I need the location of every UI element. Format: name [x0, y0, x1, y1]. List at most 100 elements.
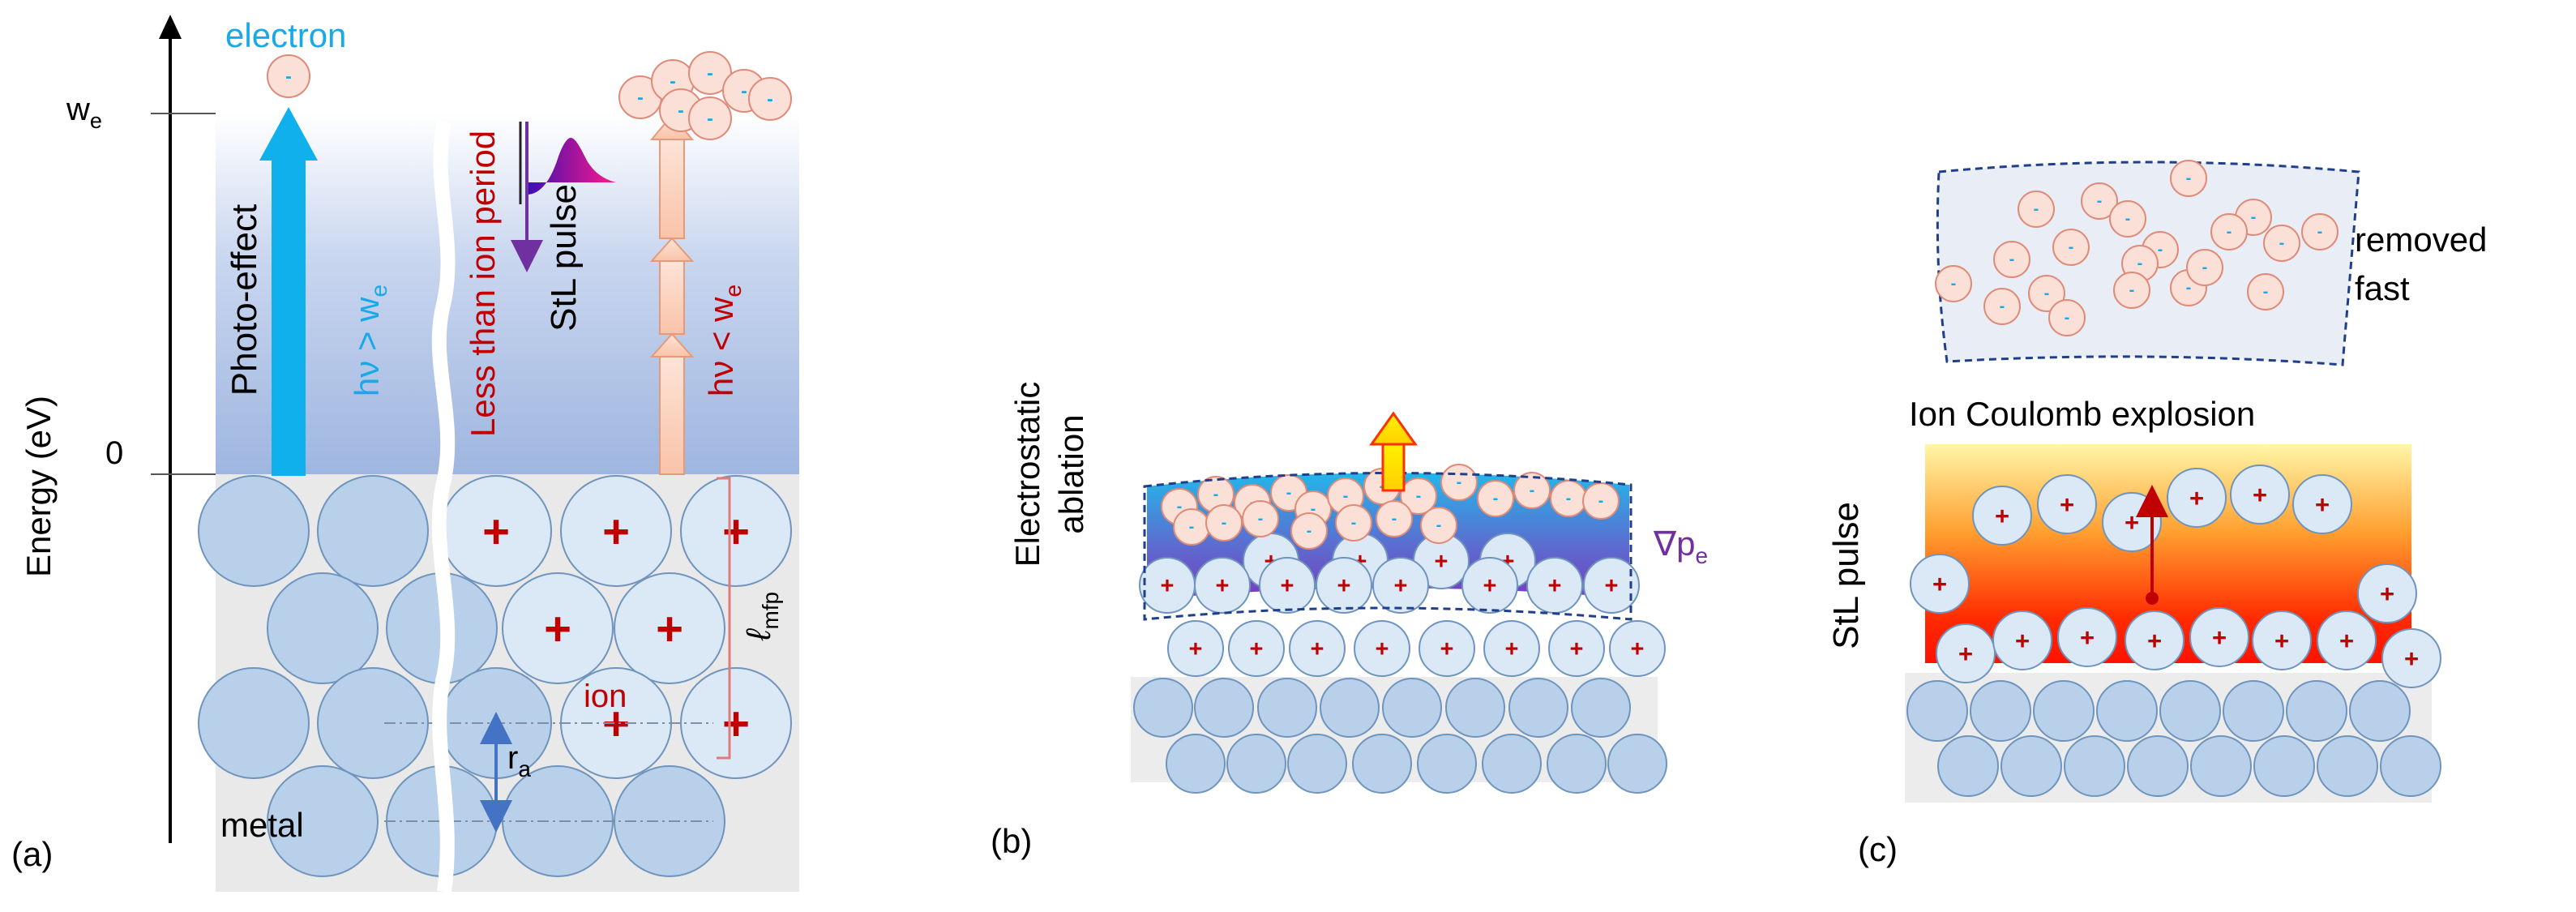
mfp-bracket [717, 477, 731, 760]
electron: - [2113, 272, 2150, 309]
electron: - [1993, 241, 2030, 278]
electron-circle [688, 51, 732, 95]
atom-circle [1133, 678, 1193, 738]
atom-circle [2380, 735, 2441, 797]
electron-minus-sign: - [2044, 285, 2050, 302]
ion-plus-sign: + [1631, 636, 1645, 662]
electron-circle [1983, 288, 2021, 325]
ion-atom: + [1167, 620, 1224, 677]
hv-less-label: hν < we [702, 285, 746, 396]
electron-minus-sign: - [767, 88, 773, 109]
metal-atom [2223, 680, 2284, 742]
electron-minus-sign: - [1530, 482, 1535, 499]
electron: - [2301, 213, 2339, 250]
electron-circle [2301, 213, 2339, 250]
electron-minus-sign: - [2069, 238, 2074, 256]
ion-atom: + [2292, 474, 2352, 534]
ion-atom: + [2167, 468, 2227, 528]
tick-we-label: we [66, 92, 102, 133]
metal-atom [1287, 734, 1347, 794]
atom-circle [2223, 680, 2284, 742]
ion-plus-sign: + [2212, 623, 2227, 652]
metal-atom [1320, 678, 1380, 738]
electron-circle [2170, 160, 2207, 197]
electron-circle [1993, 241, 2030, 278]
atom-circle [1609, 620, 1666, 677]
atom-circle [1936, 623, 1996, 683]
metal-atom [1547, 734, 1607, 794]
electron-minus-sign: - [2186, 169, 2192, 187]
atom-circle [1194, 678, 1254, 738]
atom-circle [1547, 734, 1607, 794]
ion-plus-sign: + [656, 602, 683, 655]
electron: - [1440, 464, 1478, 501]
electron-minus-sign: - [707, 62, 713, 83]
electron: - [1335, 504, 1372, 542]
electron-circle [1400, 477, 1437, 515]
removed-label: removed [2355, 221, 2487, 259]
atom-circle [2096, 680, 2158, 742]
metal-atom [1194, 678, 1254, 738]
ion-atom: + [1910, 554, 1970, 614]
electron-circle [2210, 213, 2248, 250]
metal-atom [2380, 735, 2441, 797]
ion-plus-sign: + [2339, 627, 2354, 655]
ion-plus-sign: + [2380, 580, 2394, 608]
fast-label: fast [2355, 269, 2410, 307]
stl-pulse-label-c: StL pulse [1826, 502, 1866, 649]
electron-circle [2018, 191, 2055, 228]
electron-minus-sign: - [2129, 281, 2135, 299]
ion-atom: + [1289, 620, 1346, 677]
ion-plus-sign: + [2315, 490, 2330, 519]
metal-atom [1445, 678, 1505, 738]
electron: - [688, 51, 732, 95]
ion-atom: + [1583, 557, 1640, 614]
electron-circle [1335, 504, 1372, 542]
metal-atom [2096, 680, 2158, 742]
electron-minus-sign: - [1307, 522, 1312, 540]
ion-label: ion [584, 679, 627, 714]
electron-circle [2081, 182, 2118, 220]
electron-circle [2109, 200, 2146, 238]
metal-atom [2033, 680, 2095, 742]
atom-circle [2317, 610, 2377, 670]
photo-effect-arrow-head [259, 107, 318, 161]
ion-atom: + [1259, 557, 1316, 614]
ion-plus-sign: + [2404, 644, 2419, 673]
panel-c: -------------------- removed fast Ion Co… [1826, 160, 2487, 868]
electron-minus-sign: - [2202, 259, 2208, 276]
electron-circle [1935, 265, 1972, 302]
ion-plus-sign: + [1376, 636, 1389, 662]
electron-circle [1205, 504, 1243, 542]
metal-atom [2000, 735, 2062, 797]
ion-plus-sign: + [2274, 627, 2289, 655]
metal-atom [198, 667, 310, 779]
atom-circle [1445, 678, 1505, 738]
electron: - [2247, 273, 2284, 310]
ion-atom: + [2057, 607, 2117, 667]
metal-atom [2349, 680, 2411, 742]
photo-effect-label: Photo-effect [225, 204, 264, 396]
ejected-electron: - [267, 54, 310, 98]
ion-plus-sign: + [1548, 573, 1562, 599]
electron-minus-sign: - [637, 86, 644, 107]
ion-atom: + [2252, 610, 2312, 670]
atom-circle [1382, 678, 1442, 738]
atom-circle [1583, 557, 1640, 614]
ablation-arrow-head [1369, 411, 1418, 446]
ion-atom: + [1194, 557, 1251, 614]
ion-plus-sign: + [722, 697, 750, 750]
coulomb-arrow-origin [2146, 592, 2159, 605]
electron-minus-sign: - [670, 70, 676, 91]
atom-circle [614, 572, 725, 684]
electron-cluster-a: ------- [618, 51, 792, 140]
atom-circle [2190, 735, 2252, 797]
electron-minus-sign: - [1286, 484, 1292, 502]
electron-minus-sign: - [707, 107, 713, 128]
atom-circle [1166, 734, 1226, 794]
ion-plus-sign: + [544, 602, 571, 655]
electron-minus-sign: - [1189, 518, 1195, 536]
atom-circle [1257, 678, 1317, 738]
atom-circle [1316, 557, 1372, 614]
panel-a-tag: (a) [11, 835, 53, 873]
